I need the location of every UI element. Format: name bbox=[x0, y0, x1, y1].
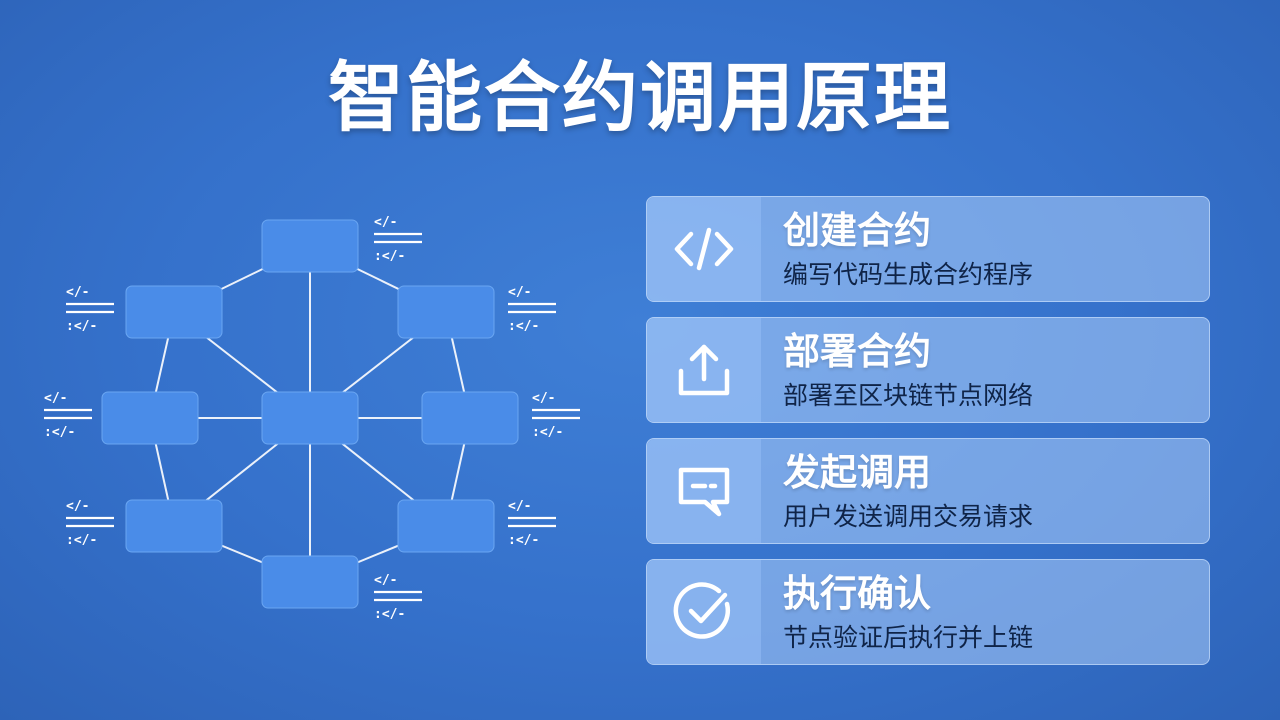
code-tag-text: :</- bbox=[374, 607, 405, 622]
step-initiate-call: 发起调用 用户发送调用交易请求 bbox=[646, 438, 1210, 544]
code-tag-text: :</- bbox=[66, 319, 97, 334]
code-tag-text: </- bbox=[66, 285, 89, 300]
code-tag-text: </- bbox=[508, 285, 531, 300]
network-node bbox=[125, 285, 223, 339]
code-tag-text: :</- bbox=[532, 425, 563, 440]
step-create-contract: 创建合约 编写代码生成合约程序 bbox=[646, 196, 1210, 302]
network-node bbox=[101, 391, 199, 445]
code-icon bbox=[647, 197, 761, 301]
network-node bbox=[261, 219, 359, 273]
code-tag-text: </- bbox=[374, 215, 397, 230]
code-tag-text: </- bbox=[374, 573, 397, 588]
code-tag-icon: </- :</- bbox=[374, 215, 422, 264]
step-description: 部署至区块链节点网络 bbox=[783, 381, 1034, 410]
step-description: 用户发送调用交易请求 bbox=[783, 502, 1034, 531]
code-tag-text: </- bbox=[66, 499, 89, 514]
step-description: 编写代码生成合约程序 bbox=[783, 260, 1034, 289]
code-tag-text: :</- bbox=[374, 249, 405, 264]
message-icon bbox=[647, 439, 761, 543]
step-title: 发起调用 bbox=[783, 451, 931, 494]
network-diagram: </- :</- </- :</- </- :</- </- :</- </- :</- </- :<… bbox=[44, 215, 580, 622]
code-tag-text: </- bbox=[44, 391, 67, 406]
code-tag-icon: </- :</- bbox=[374, 573, 422, 622]
code-tag-icon: </- :</- bbox=[44, 391, 92, 440]
page-title: 智能合约调用原理 bbox=[328, 53, 952, 142]
network-node bbox=[421, 391, 519, 445]
hub-node bbox=[261, 391, 359, 445]
code-tag-text: :</- bbox=[66, 533, 97, 548]
code-tag-text: :</- bbox=[508, 533, 539, 548]
step-execute-confirm: 执行确认 节点验证后执行并上链 bbox=[646, 559, 1210, 665]
network-node bbox=[125, 499, 223, 553]
code-tag-text: </- bbox=[508, 499, 531, 514]
code-tag-icon: </- :</- bbox=[532, 391, 580, 440]
code-tag-text: </- bbox=[532, 391, 555, 406]
step-deploy-contract: 部署合约 部署至区块链节点网络 bbox=[646, 317, 1210, 423]
code-tag-icon: </- :</- bbox=[66, 499, 114, 548]
code-tag-icon: </- :</- bbox=[508, 285, 556, 334]
network-node bbox=[397, 499, 495, 553]
step-title: 部署合约 bbox=[783, 330, 931, 373]
network-node bbox=[397, 285, 495, 339]
code-tag-icon: </- :</- bbox=[66, 285, 114, 334]
code-tag-text: :</- bbox=[44, 425, 75, 440]
check-circle-icon bbox=[647, 560, 761, 664]
network-node bbox=[261, 555, 359, 609]
code-tag-icon: </- :</- bbox=[508, 499, 556, 548]
step-title: 创建合约 bbox=[783, 209, 931, 252]
step-description: 节点验证后执行并上链 bbox=[783, 623, 1034, 652]
code-tag-text: :</- bbox=[508, 319, 539, 334]
upload-icon bbox=[647, 318, 761, 422]
step-title: 执行确认 bbox=[783, 572, 931, 615]
